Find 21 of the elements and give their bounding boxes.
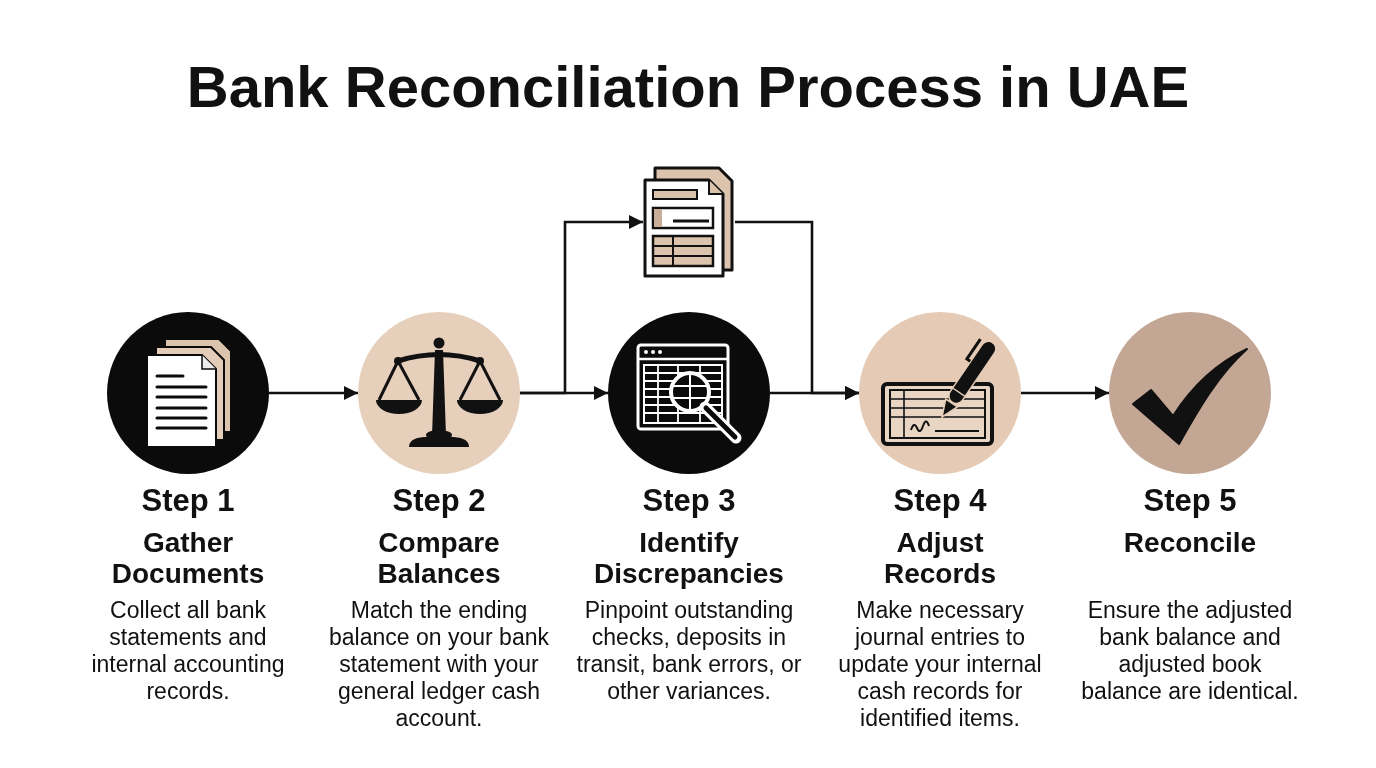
- step-description: Make necessary journal entries to update your internal cash records for identified items.: [837, 597, 1043, 732]
- step-label: Step 3: [641, 484, 737, 518]
- step-title: Reconcile: [1122, 527, 1258, 558]
- step-label: Step 4: [892, 484, 988, 518]
- step-title: Compare Balances: [376, 527, 502, 589]
- arrow: [269, 386, 358, 400]
- step-title: Identify Discrepancies: [593, 527, 785, 589]
- arrow: [1021, 386, 1109, 400]
- step-description: Match the ending balance on your bank statement with your general ledger cash account.: [328, 597, 550, 732]
- step-label: Step 2: [391, 484, 487, 518]
- step-description: Pinpoint outstanding checks, deposits in transit, bank errors, or other variances.: [575, 597, 803, 705]
- document-icon: [643, 166, 735, 278]
- step-description: Ensure the adjusted bank balance and adjusted book balance are identical.: [1080, 597, 1300, 705]
- step-description: Collect all bank statements and internal accounting records.: [90, 597, 286, 705]
- arrow: [735, 220, 859, 400]
- step-label: Step 5: [1142, 484, 1238, 518]
- step-label: Step 1: [140, 484, 236, 518]
- step-title: Adjust Records: [882, 527, 997, 589]
- diagram-title: Bank Reconciliation Process in UAE: [185, 53, 1191, 121]
- arrow: [520, 215, 643, 395]
- step-title: Gather Documents: [110, 527, 266, 589]
